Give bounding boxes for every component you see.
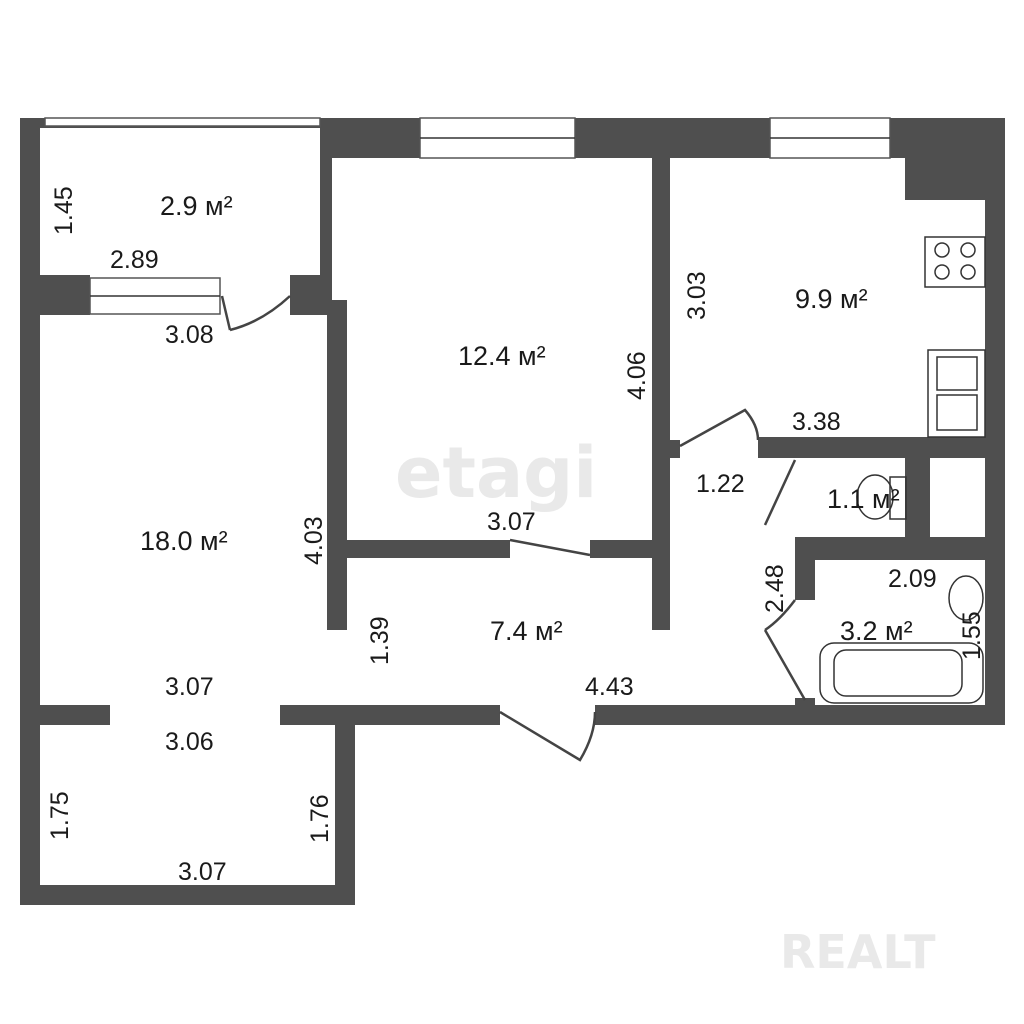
windows <box>44 117 891 315</box>
watermark-etagi: etagi <box>395 432 597 514</box>
area-kitchen: 9.9 м² <box>795 284 868 314</box>
bathtub-icon <box>819 642 984 704</box>
svg-text:4.43: 4.43 <box>585 673 634 701</box>
walls <box>20 118 1005 905</box>
room-areas: 2.9 м² 18.0 м² 12.4 м² 9.9 м² 7.4 м² 1.1… <box>140 191 913 646</box>
svg-text:3.03: 3.03 <box>683 271 711 320</box>
svg-text:2.48: 2.48 <box>761 564 789 613</box>
dimensions: 1.45 2.89 3.08 4.03 3.07 3.06 1.75 1.76 … <box>46 186 986 886</box>
svg-text:4.03: 4.03 <box>300 516 328 565</box>
doors <box>220 295 807 762</box>
area-bathroom: 3.2 м² <box>840 616 913 646</box>
svg-text:1.45: 1.45 <box>50 186 78 235</box>
area-toilet: 1.1 м² <box>827 484 900 514</box>
svg-text:1.75: 1.75 <box>46 791 74 840</box>
svg-text:3.07: 3.07 <box>178 858 227 886</box>
washbasin-icon <box>948 575 984 621</box>
svg-text:3.38: 3.38 <box>792 408 841 436</box>
toilet-icon <box>856 474 894 520</box>
area-bedroom: 12.4 м² <box>458 341 546 371</box>
svg-text:1.39: 1.39 <box>366 616 394 665</box>
fixtures <box>819 236 986 704</box>
svg-text:2.89: 2.89 <box>110 246 159 274</box>
svg-text:1.55: 1.55 <box>958 611 986 660</box>
svg-text:4.06: 4.06 <box>623 351 651 400</box>
svg-text:1.22: 1.22 <box>696 470 745 498</box>
svg-text:3.06: 3.06 <box>165 728 214 756</box>
area-hallway: 7.4 м² <box>490 616 563 646</box>
svg-text:1.76: 1.76 <box>306 794 334 843</box>
svg-text:3.07: 3.07 <box>165 673 214 701</box>
svg-text:2.09: 2.09 <box>888 565 937 593</box>
watermark-realt: REALT <box>780 925 936 979</box>
svg-text:3.08: 3.08 <box>165 321 214 349</box>
svg-text:3.07: 3.07 <box>487 508 536 536</box>
stove-icon <box>924 236 986 288</box>
sink-icon <box>927 349 986 438</box>
area-balcony: 2.9 м² <box>160 191 233 221</box>
area-living-room: 18.0 м² <box>140 526 228 556</box>
